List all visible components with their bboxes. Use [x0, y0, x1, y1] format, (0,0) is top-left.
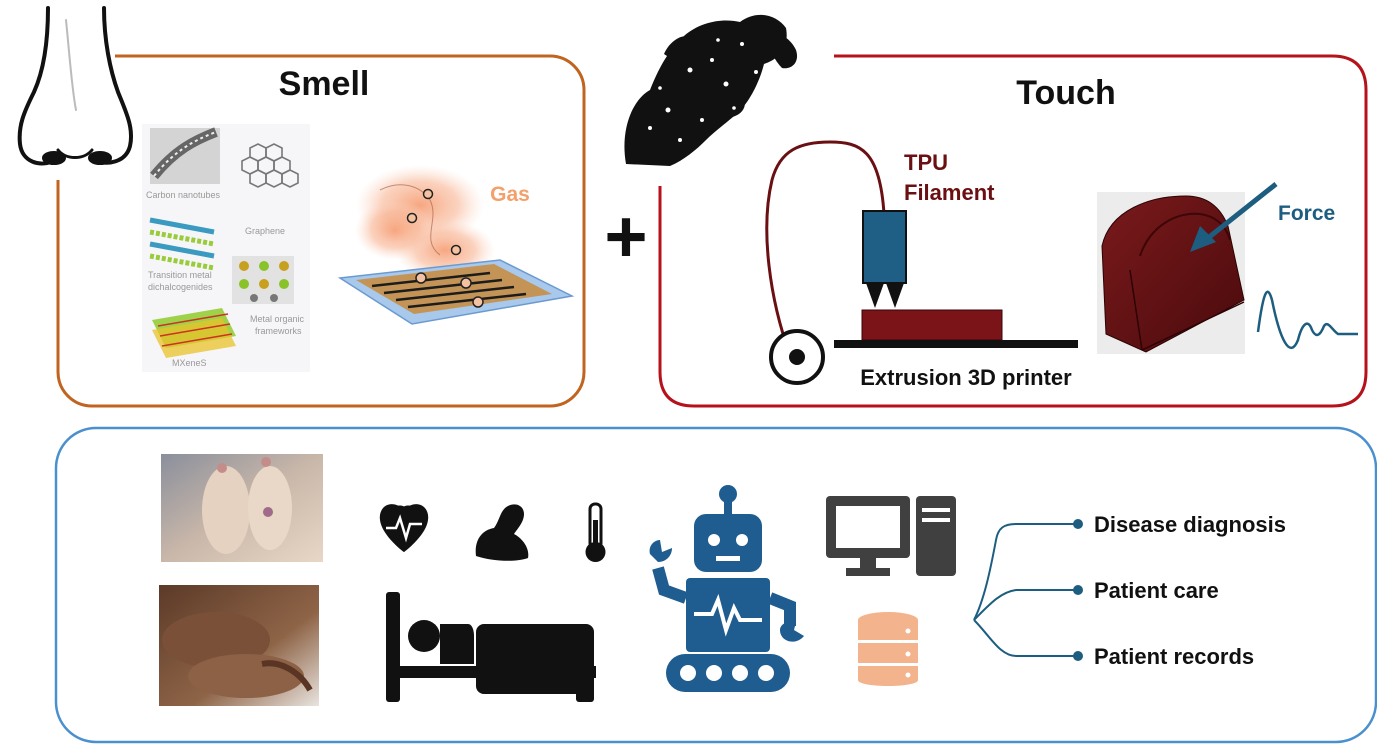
tmd-image — [149, 217, 215, 271]
printer-label: Extrusion 3D printer — [860, 365, 1072, 390]
swollen-feet-photo — [159, 585, 319, 706]
robot-icon — [649, 485, 804, 692]
outcome-patient-care: Patient care — [1094, 578, 1219, 603]
hospital-bed-icon — [386, 592, 596, 702]
outcome-dot-diagnosis — [1073, 519, 1083, 529]
computer-icon — [826, 496, 956, 576]
graphene-image — [241, 143, 299, 188]
mof-image — [232, 256, 294, 304]
outcome-dot-care — [1073, 585, 1083, 595]
thermometer-icon — [585, 502, 606, 562]
application-panel-border — [54, 426, 1377, 744]
smell-panel-border — [56, 54, 586, 408]
touch-panel-border — [658, 54, 1368, 408]
print-bed — [834, 340, 1078, 348]
nose-icon — [17, 6, 133, 166]
touch-title: Touch — [1016, 74, 1115, 112]
signal-waveform — [1256, 290, 1358, 349]
tmd-label-line2: dichalcogenides — [148, 282, 213, 292]
mxene-image — [152, 308, 236, 358]
outcome-dot-records — [1073, 651, 1083, 661]
gas-sensor-illustration — [337, 165, 575, 325]
outcome-patient-records: Patient records — [1094, 644, 1254, 669]
mxenes-label: MXeneS — [172, 358, 207, 368]
heart-rate-icon — [379, 504, 429, 552]
extrusion-printer-illustration — [765, 140, 1078, 385]
print-head — [862, 210, 907, 284]
materials-collage: Carbon nanotubes Graphene Transition met… — [142, 124, 310, 372]
graphene-label: Graphene — [245, 226, 285, 236]
carbon-nanotube-image — [150, 127, 220, 184]
mof-label-line2: frameworks — [255, 326, 302, 336]
gas-label: Gas — [490, 183, 530, 206]
mof-label-line1: Metal organic — [250, 314, 305, 324]
hand-icon — [624, 14, 798, 166]
tpu-label-line2: Filament — [904, 180, 995, 205]
smell-panel: Smell Carbon nanotubes Graphene — [17, 6, 586, 408]
muscle-arm-icon — [475, 504, 529, 561]
plus-sign: + — [604, 195, 647, 278]
tpu-label-line1: TPU — [904, 150, 948, 175]
carbon-nanotubes-label: Carbon nanotubes — [146, 190, 221, 200]
feet-photo-top — [161, 454, 323, 562]
touch-panel: Touch TPU Filament Extrusion 3D printer … — [624, 14, 1368, 408]
force-sensor-illustration — [1097, 182, 1358, 354]
outcome-branches — [973, 523, 1076, 657]
database-icon — [858, 612, 918, 686]
printed-part — [861, 309, 1003, 341]
application-panel: Disease diagnosis Patient care Patient r… — [54, 426, 1377, 744]
force-arrow — [1206, 182, 1278, 240]
filament-strand — [765, 140, 886, 356]
outcome-disease-diagnosis: Disease diagnosis — [1094, 512, 1286, 537]
tmd-label-line1: Transition metal — [148, 270, 212, 280]
smell-title: Smell — [279, 65, 370, 103]
force-label: Force — [1278, 202, 1335, 225]
